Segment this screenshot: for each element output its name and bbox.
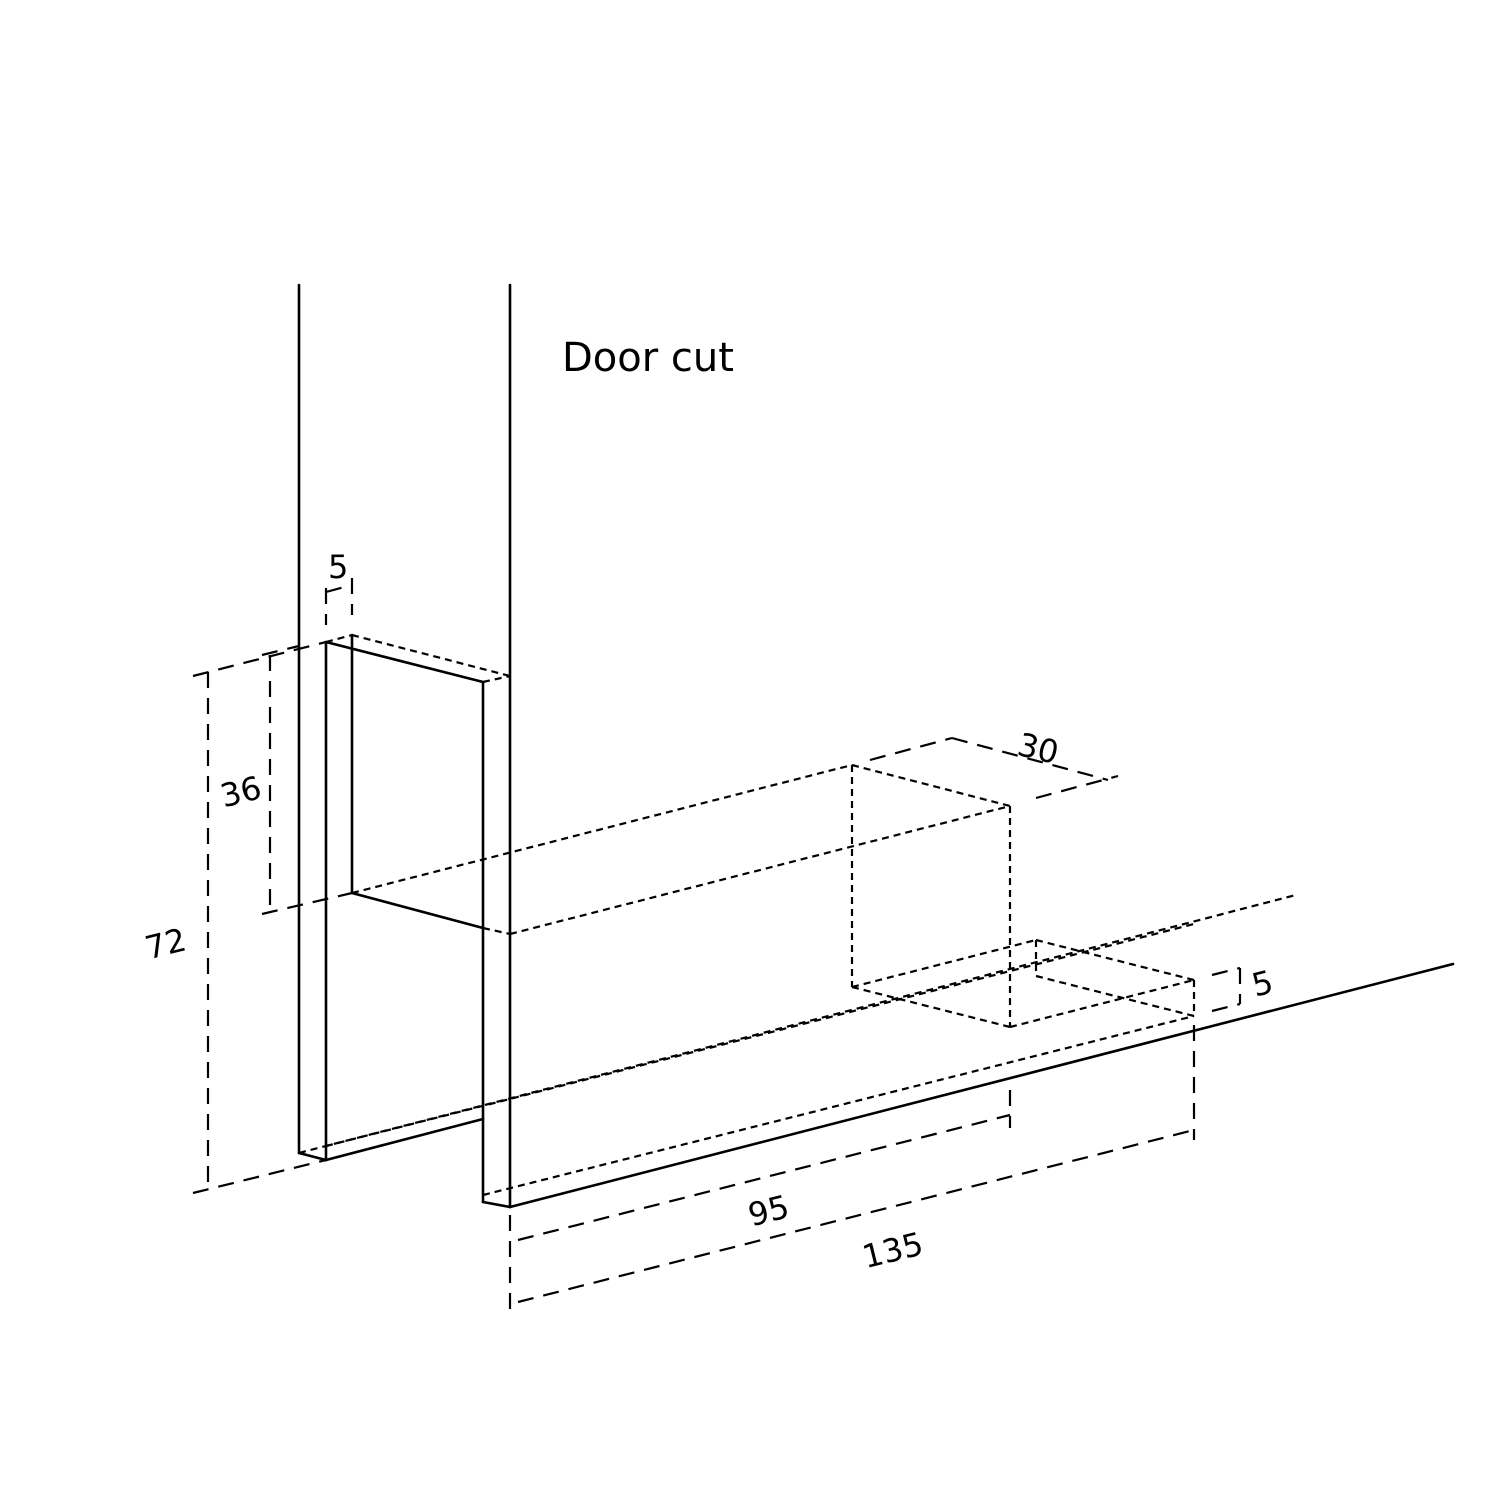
dim-label-length-short: 95	[744, 1188, 793, 1235]
bracket-front-plate	[297, 633, 1455, 1209]
dimension-lines	[192, 578, 1242, 1318]
drawing-title: Door cut	[562, 335, 734, 381]
dim-label-bottom-thickness: 5	[1248, 963, 1277, 1005]
dim-label-total-height: 72	[141, 921, 190, 968]
door-panel	[297, 283, 512, 1209]
dim-label-length-long: 135	[858, 1225, 926, 1277]
dim-label-inner-height: 36	[216, 768, 265, 815]
dim-label-slot-width: 5	[328, 548, 348, 586]
hidden-edges	[298, 633, 1297, 1197]
